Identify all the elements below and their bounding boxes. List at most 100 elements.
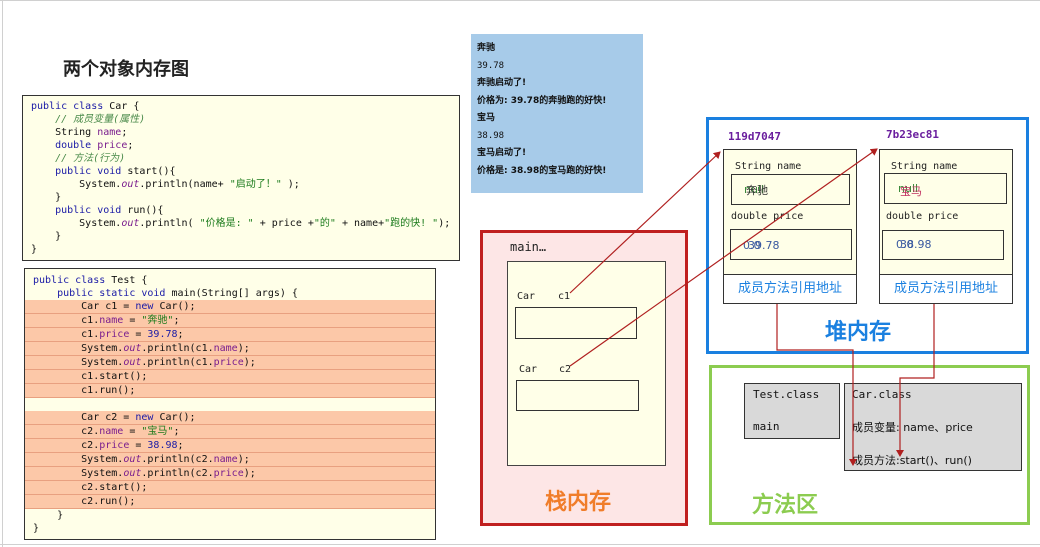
code-token: "奔驰" <box>141 315 174 326</box>
code-token: price <box>213 468 244 479</box>
code-token: "价格是: " <box>199 218 254 229</box>
heap-object-2-address: 7b23ec81 <box>886 128 939 141</box>
code-token: // 方法(行为) <box>31 153 126 164</box>
code-token: out <box>121 179 140 190</box>
car-code-line: String name; <box>23 126 459 139</box>
c2-reference-arrow <box>569 148 878 367</box>
code-token: .println(c2. <box>141 454 214 465</box>
code-token: } <box>31 192 62 203</box>
code-token: } <box>31 244 38 255</box>
stack-var-c2-name: c2 <box>559 364 572 375</box>
frame-line-left <box>2 0 3 547</box>
heap-object-1-name-new: 奔驰 <box>746 184 768 197</box>
code-token: ); <box>237 343 250 354</box>
test-code-line: } <box>25 509 435 522</box>
code-token: Car c2 = <box>33 412 136 423</box>
test-code-line: c1.name = "奔驰"; <box>25 314 435 328</box>
code-token: .println( <box>139 218 200 229</box>
code-token: c2. <box>33 426 100 437</box>
car-class-methods: 成员方法:start()、run() <box>852 454 972 467</box>
car-code-line: System.out.println( "价格是: " + price +"的"… <box>23 217 459 230</box>
test-code-line: System.out.println(c2.price); <box>25 467 435 481</box>
code-token: out <box>123 343 142 354</box>
car-code-line: public void start(){ <box>23 165 459 178</box>
frame-line-top <box>0 0 1040 1</box>
code-token: System. <box>33 343 124 354</box>
heap-memory-label: 堆内存 <box>825 320 892 345</box>
code-token: .println(c2. <box>141 468 214 479</box>
car-class-box <box>844 383 1022 471</box>
code-token: .println(name+ <box>139 179 230 190</box>
heap-object-1-name-box <box>731 174 850 205</box>
code-token: price <box>213 357 244 368</box>
code-token: out <box>121 218 140 229</box>
main-stack-frame <box>507 261 666 466</box>
test-code-line: c1.run(); <box>25 384 435 398</box>
code-token: double <box>31 140 98 151</box>
code-token: 38.98 <box>147 440 178 451</box>
test-class-code: public class Test { public static void m… <box>24 268 436 540</box>
console-line: 奔驰 <box>477 43 496 53</box>
code-token: ; <box>173 426 180 437</box>
code-token: public void <box>31 205 128 216</box>
code-token: out <box>123 468 142 479</box>
test-code-line: System.out.println(c2.name); <box>25 453 435 467</box>
car-code-line: } <box>23 243 459 256</box>
heap-object-1-price-field: double price <box>731 211 804 222</box>
code-token: System. <box>33 357 124 368</box>
code-token: Car(); <box>159 301 196 312</box>
code-token: = <box>129 329 148 340</box>
code-token: ; <box>177 440 184 451</box>
code-token: Car(); <box>159 412 196 423</box>
stack-var-c1-name: c1 <box>558 291 571 302</box>
code-token: public static void <box>33 288 172 299</box>
car-code-line: // 成员变量(属性) <box>23 113 459 126</box>
code-token: "宝马" <box>141 426 174 437</box>
car-code-line: } <box>23 191 459 204</box>
test-class-box <box>744 383 840 439</box>
code-token: price <box>97 140 128 151</box>
main-frame-label: main… <box>510 240 547 254</box>
code-token: ; <box>127 140 134 151</box>
test-class-name: Test.class <box>753 388 820 401</box>
code-token: name <box>213 343 238 354</box>
test-class-main: main <box>753 420 780 433</box>
code-token: c1. <box>33 315 100 326</box>
code-token: Car c1 = <box>33 301 136 312</box>
c1-reference-arrow <box>569 151 721 294</box>
code-token: "的" <box>313 218 336 229</box>
car-class-members: 成员变量: name、price <box>852 421 973 434</box>
code-token: out <box>123 454 142 465</box>
stack-var-c2-box <box>516 380 639 411</box>
car-code-line: // 方法(行为) <box>23 152 459 165</box>
code-token: c1.start(); <box>33 371 148 382</box>
code-token: out <box>123 357 142 368</box>
heap-object-2-name-box <box>884 173 1007 204</box>
test-code-line: } <box>25 522 435 535</box>
heap-object-2-method-ref: 成员方法引用地址 <box>879 274 1013 304</box>
frame-line-bottom <box>0 544 1040 545</box>
code-token: System. <box>33 468 124 479</box>
code-token: Test { <box>111 275 148 286</box>
code-token: c1.run(); <box>33 385 136 396</box>
car-class-name: Car.class <box>852 388 912 401</box>
code-token: ); <box>243 468 256 479</box>
code-token: + name+ <box>335 218 385 229</box>
object-2-method-arrow <box>896 304 935 457</box>
test-code-line: public class Test { <box>25 274 435 287</box>
console-line: 38.98 <box>477 130 505 141</box>
code-token: } <box>33 523 40 534</box>
code-token: + price + <box>253 218 314 229</box>
console-line: 奔驰启动了! <box>477 78 527 88</box>
heap-object-1-price-old: 0.0 <box>743 239 761 252</box>
car-class-code: public class Car { // 成员变量(属性) String na… <box>22 95 460 261</box>
test-code-line: c2.price = 38.98; <box>25 439 435 453</box>
car-code-line: double price; <box>23 139 459 152</box>
console-line: 宝马 <box>477 113 496 123</box>
code-token: c2. <box>33 440 100 451</box>
code-token: System. <box>31 218 122 229</box>
code-token: public class <box>31 101 110 112</box>
car-code-line: System.out.println(name+ "启动了！" ); <box>23 178 459 191</box>
code-token: name <box>213 454 238 465</box>
